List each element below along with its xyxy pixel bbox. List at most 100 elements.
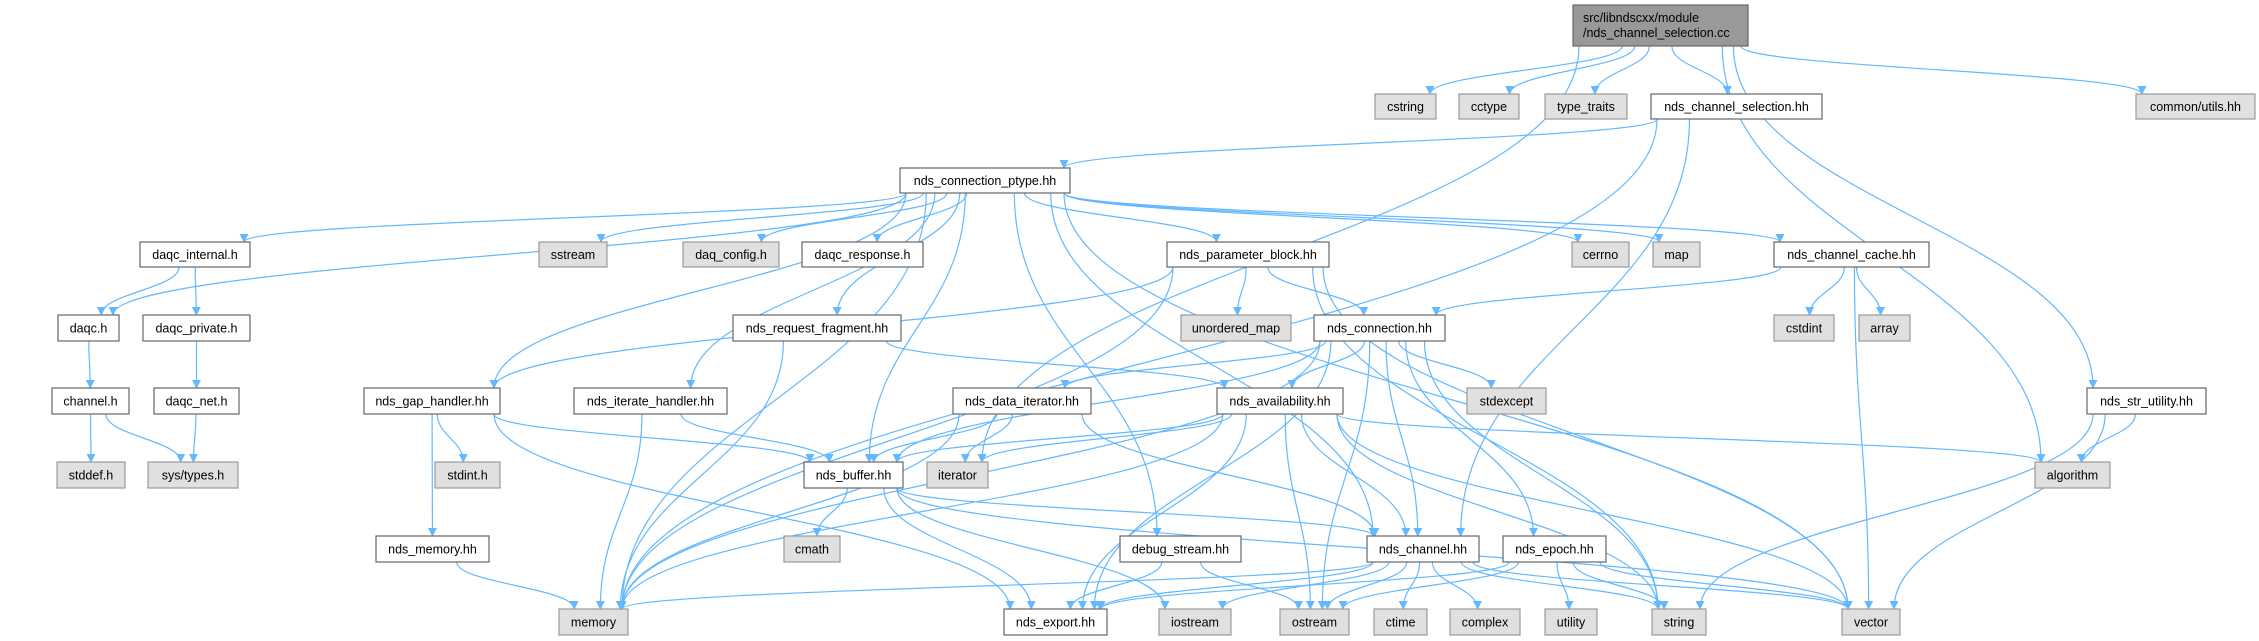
edge-nds_epoch-to-string <box>1572 561 1669 610</box>
node-daqc-internal[interactable]: daqc_internal.h <box>139 241 251 268</box>
node-map: map <box>1652 241 1701 268</box>
edge-ptype-to-sstream <box>596 192 924 243</box>
node-channel-cache[interactable]: nds_channel_cache.hh <box>1773 241 1930 268</box>
node-daqc[interactable]: daqc.h <box>57 314 120 342</box>
node-availability[interactable]: nds_availability.hh <box>1216 387 1344 415</box>
node-box <box>1374 93 1437 120</box>
node-label: cerrno <box>1583 248 1618 262</box>
node-box <box>1366 535 1480 563</box>
edge-gap_handler-to-nds_export <box>493 413 1015 610</box>
edge-connection-to-nds_export <box>1089 340 1332 610</box>
node-data-iterator[interactable]: nds_data_iterator.hh <box>952 387 1092 415</box>
edge-str_utility-to-string <box>1695 413 2094 610</box>
edge-nds_buffer-to-cmath <box>812 487 848 537</box>
edge-nds_buffer-to-nds_export <box>883 487 1036 610</box>
edge-gap_handler-to-stdint <box>436 413 468 463</box>
node-box <box>57 314 120 342</box>
node-box <box>363 387 501 415</box>
node-ptype[interactable]: nds_connection_ptype.hh <box>899 167 1071 194</box>
node-label: common/utils.hh <box>2150 100 2241 114</box>
node-label: cstring <box>1387 100 1424 114</box>
edge-debug_stream-to-nds_export <box>1066 561 1163 610</box>
node-label: map <box>1664 248 1688 262</box>
edge-channel_cache-to-cstdint <box>1805 266 1845 316</box>
node-label: daqc_response.h <box>815 248 911 262</box>
node-label: algorithm <box>2047 469 2098 483</box>
node-label: cmath <box>795 543 829 557</box>
node-connection[interactable]: nds_connection.hh <box>1313 314 1446 342</box>
node-str-utility[interactable]: nds_str_utility.hh <box>2086 387 2207 415</box>
node-label: complex <box>1462 616 1509 630</box>
node-nds-buffer[interactable]: nds_buffer.hh <box>803 461 904 489</box>
node-label: stdexcept <box>1480 395 1534 409</box>
edge-availability-to-algorithm <box>1336 413 2046 463</box>
node-nds-export[interactable]: nds_export.hh <box>1003 608 1108 636</box>
node-label: daqc_internal.h <box>152 248 238 262</box>
node-box <box>2086 387 2207 415</box>
edge-connection-to-ostream <box>1317 340 1371 610</box>
node-cmath: cmath <box>783 535 841 563</box>
node-debug-stream[interactable]: debug_stream.hh <box>1119 535 1242 563</box>
node-channel-h[interactable]: channel.h <box>51 387 130 415</box>
node-request-fragment[interactable]: nds_request_fragment.hh <box>732 314 902 342</box>
node-label: nds_connection_ptype.hh <box>914 174 1057 188</box>
node-iterator: iterator <box>926 461 989 489</box>
node-label: nds_data_iterator.hh <box>965 395 1079 409</box>
edge-request_fragment-to-memory <box>615 340 785 610</box>
edge-nds_channel-to-ostream <box>1323 561 1408 610</box>
edge-availability-to-memory <box>617 413 1224 610</box>
node-nds-memory[interactable]: nds_memory.hh <box>375 535 490 563</box>
node-root[interactable]: src/libndscxx/module/nds_channel_selecti… <box>1572 4 1749 47</box>
edge-availability-to-string <box>1336 413 1663 610</box>
node-label: cctype <box>1471 100 1507 114</box>
node-label: ctime <box>1386 616 1416 630</box>
edge-debug_stream-to-ostream <box>1200 561 1303 610</box>
node-gap-handler[interactable]: nds_gap_handler.hh <box>363 387 501 415</box>
node-box <box>1166 241 1330 268</box>
node-box <box>1841 608 1901 636</box>
edge-ptype-to-nds_buffer <box>864 192 966 463</box>
node-label: /nds_channel_selection.cc <box>1583 26 1730 40</box>
edge-nds_epoch-to-nds_export <box>1096 561 1510 610</box>
node-daqc-response[interactable]: daqc_response.h <box>801 241 924 268</box>
node-label: string <box>1664 616 1695 630</box>
node-box <box>1180 314 1292 342</box>
node-iterate-handler[interactable]: nds_iterate_handler.hh <box>573 387 728 415</box>
node-label: stddef.h <box>69 469 114 483</box>
edge-nds_channel-to-string <box>1460 561 1663 610</box>
edge-channel_cache-to-vector <box>1853 266 1874 610</box>
node-nds-epoch[interactable]: nds_epoch.hh <box>1502 535 1607 563</box>
node-label: nds_export.hh <box>1016 616 1095 630</box>
node-box <box>1119 535 1242 563</box>
node-label: cstdint <box>1786 322 1823 336</box>
edge-channel_cache-to-array <box>1855 266 1886 316</box>
edge-connection-to-data_iterator <box>1060 340 1327 389</box>
node-daqc-net[interactable]: daqc_net.h <box>153 387 240 415</box>
node-label: stdint.h <box>447 469 487 483</box>
node-box <box>1544 93 1628 120</box>
edge-request_fragment-to-availability <box>885 340 1229 389</box>
node-nds-channel[interactable]: nds_channel.hh <box>1366 535 1480 563</box>
node-stdexcept: stdexcept <box>1466 387 1547 415</box>
node-box <box>51 387 130 415</box>
node-label: daq_config.h <box>695 248 767 262</box>
node-daqc-private[interactable]: daqc_private.h <box>142 314 251 342</box>
node-box <box>147 461 239 489</box>
edge-ptype-to-nds_channel <box>1050 192 1378 537</box>
node-box <box>538 241 608 268</box>
edge-data_iterator-to-memory <box>617 413 960 610</box>
node-stddef: stddef.h <box>56 461 126 489</box>
edge-root-to-cstring <box>1425 45 1623 95</box>
node-label: channel.h <box>63 395 117 409</box>
node-box <box>1158 608 1232 636</box>
edge-data_iterator-to-nds_buffer <box>869 413 998 463</box>
edge-availability-to-ostream <box>1284 413 1315 610</box>
edge-daqc_internal-to-daqc_private <box>191 266 201 316</box>
edge-connection-to-string <box>1423 340 1663 610</box>
node-box <box>139 241 251 268</box>
node-ncs-hh[interactable]: nds_channel_selection.hh <box>1650 93 1823 120</box>
node-param-block[interactable]: nds_parameter_block.hh <box>1166 241 1330 268</box>
node-label: nds_availability.hh <box>1229 395 1330 409</box>
node-layer: src/libndscxx/module/nds_channel_selecti… <box>51 4 2256 636</box>
